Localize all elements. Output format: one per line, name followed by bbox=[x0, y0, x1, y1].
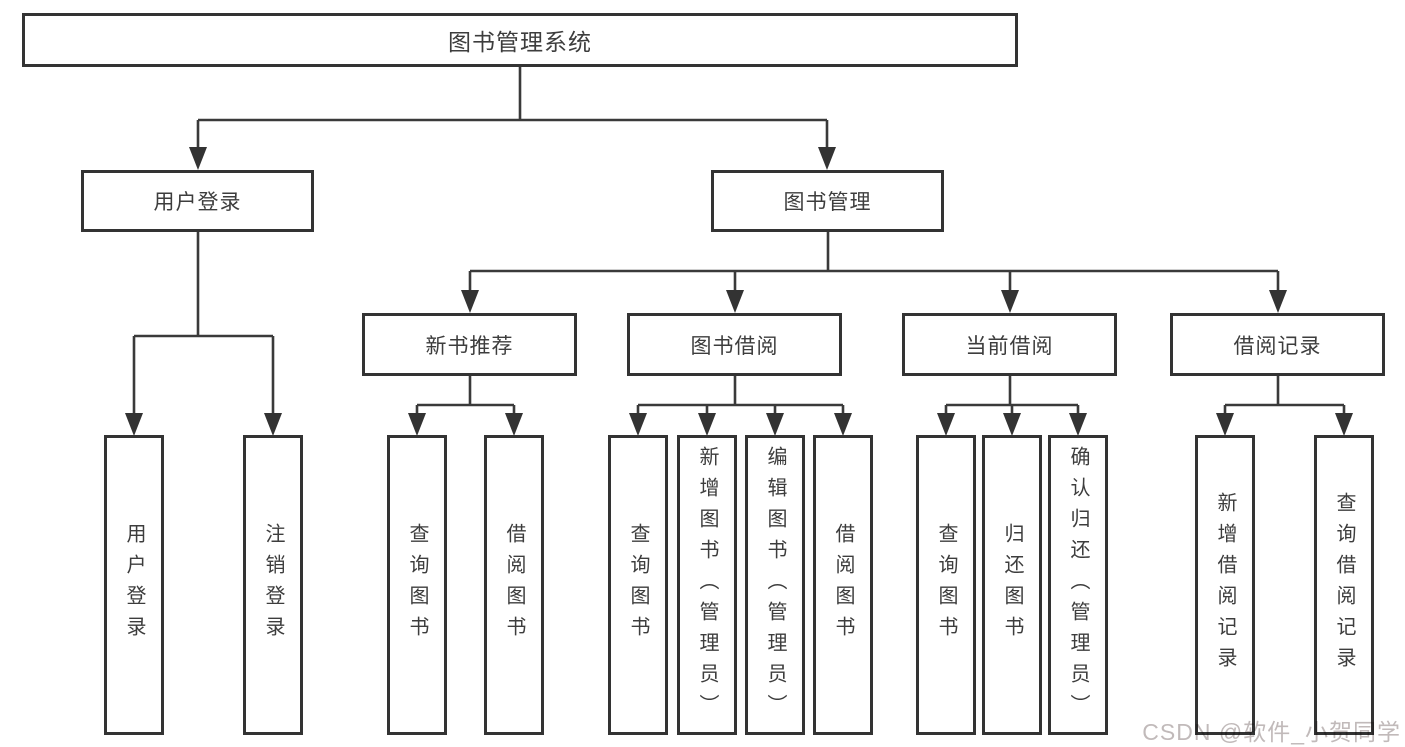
node-root: 图书管理系统 bbox=[22, 13, 1018, 67]
node-label: 归还图书 bbox=[1001, 523, 1023, 647]
leaf-bb-query-books: 查询图书 bbox=[608, 435, 668, 735]
watermark: CSDN @软件_小贺同学 bbox=[1142, 719, 1401, 745]
node-book-borrow: 图书借阅 bbox=[627, 313, 842, 376]
node-label: 编辑图书（管理员） bbox=[764, 445, 786, 725]
node-book-management: 图书管理 bbox=[711, 170, 944, 232]
node-label: 新增图书（管理员） bbox=[696, 445, 718, 725]
node-label: 用户登录 bbox=[123, 523, 145, 647]
node-label: 图书管理 bbox=[783, 191, 872, 214]
node-label: 查询图书 bbox=[406, 523, 428, 647]
leaf-user-login: 用户登录 bbox=[104, 435, 164, 735]
node-label: 当前借阅 bbox=[965, 334, 1054, 358]
leaf-cb-return-books: 归还图书 bbox=[982, 435, 1042, 735]
leaf-br-query-record: 查询借阅记录 bbox=[1314, 435, 1374, 735]
node-label: 图书管理系统 bbox=[448, 29, 592, 55]
leaf-logout: 注销登录 bbox=[243, 435, 303, 735]
leaf-bb-edit-books-admin: 编辑图书（管理员） bbox=[745, 435, 805, 735]
node-borrow-record: 借阅记录 bbox=[1170, 313, 1385, 376]
node-label: 注销登录 bbox=[262, 523, 284, 647]
node-label: 图书借阅 bbox=[690, 334, 779, 358]
node-label: 借阅图书 bbox=[832, 523, 854, 647]
node-current-borrow: 当前借阅 bbox=[902, 313, 1117, 376]
node-label: 查询借阅记录 bbox=[1333, 492, 1355, 678]
node-label: 借阅图书 bbox=[503, 523, 525, 647]
leaf-nbr-query-books: 查询图书 bbox=[387, 435, 447, 735]
node-label: 新增借阅记录 bbox=[1214, 492, 1236, 678]
node-label: 查询图书 bbox=[935, 523, 957, 647]
leaf-cb-confirm-return-admin: 确认归还（管理员） bbox=[1048, 435, 1108, 735]
node-label: 查询图书 bbox=[627, 523, 649, 647]
leaf-nbr-borrow-books: 借阅图书 bbox=[484, 435, 544, 735]
node-new-book-recommend: 新书推荐 bbox=[362, 313, 577, 376]
node-label: 确认归还（管理员） bbox=[1067, 445, 1089, 725]
leaf-bb-borrow-books: 借阅图书 bbox=[813, 435, 873, 735]
node-label: 新书推荐 bbox=[425, 334, 514, 358]
leaf-br-add-record: 新增借阅记录 bbox=[1195, 435, 1255, 735]
node-label: 借阅记录 bbox=[1233, 334, 1322, 358]
arrowheads bbox=[125, 147, 1353, 436]
leaf-cb-query-books: 查询图书 bbox=[916, 435, 976, 735]
node-label: 用户登录 bbox=[153, 191, 242, 214]
leaf-bb-add-books-admin: 新增图书（管理员） bbox=[677, 435, 737, 735]
node-user-login: 用户登录 bbox=[81, 170, 314, 232]
